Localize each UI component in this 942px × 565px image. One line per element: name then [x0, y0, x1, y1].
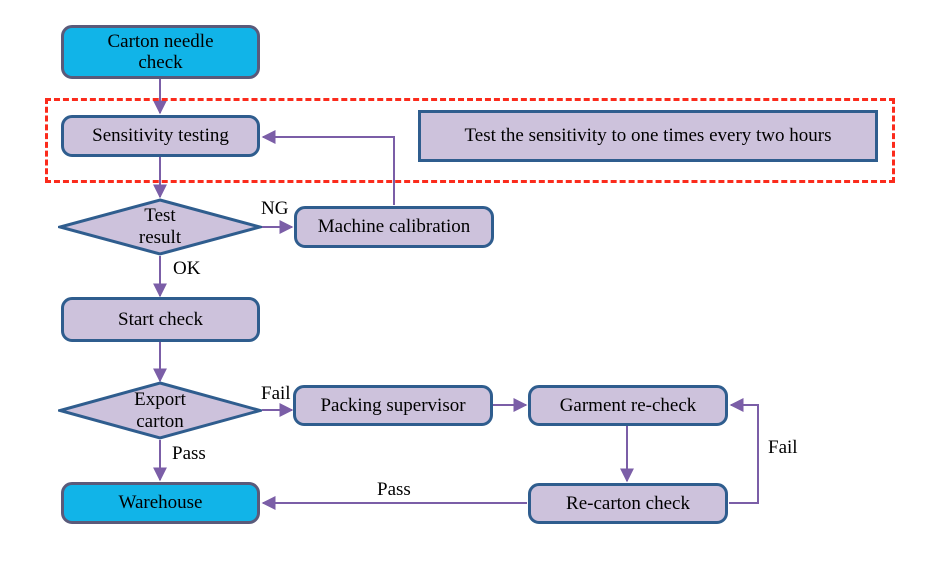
node-machine-calibration[interactable]: Machine calibration: [294, 206, 494, 248]
diamond-shape-test-result: [58, 198, 262, 256]
diamond-shape-export-carton: [58, 381, 262, 440]
edge-label-pass-export: Pass: [172, 443, 206, 464]
node-re-carton-check-label: Re-carton check: [566, 492, 690, 514]
node-packing-supervisor-label: Packing supervisor: [320, 394, 466, 416]
edge-label-fail-recarton: Fail: [768, 437, 798, 458]
node-packing-supervisor[interactable]: Packing supervisor: [293, 385, 493, 426]
node-start-check[interactable]: Start check: [61, 297, 260, 342]
node-export-carton[interactable]: Export carton: [58, 381, 262, 440]
node-note-sensitivity: Test the sensitivity to one times every …: [418, 110, 878, 162]
node-export-carton-label: Export carton: [134, 388, 186, 432]
node-sensitivity-testing[interactable]: Sensitivity testing: [61, 115, 260, 157]
node-test-result-label: Test result: [138, 205, 182, 248]
edge-label-ng: NG: [261, 198, 289, 219]
node-warehouse-label: Warehouse: [118, 492, 203, 514]
node-carton-needle-check-label: Carton needle check: [107, 30, 214, 73]
node-warehouse[interactable]: Warehouse: [61, 482, 260, 524]
node-re-carton-check[interactable]: Re-carton check: [528, 483, 728, 524]
node-sensitivity-testing-label: Sensitivity testing: [92, 125, 229, 147]
edge-label-fail-export: Fail: [261, 383, 291, 404]
node-note-sensitivity-label: Test the sensitivity to one times every …: [464, 125, 832, 147]
edge-label-pass-recarton: Pass: [377, 479, 411, 500]
node-machine-calibration-label: Machine calibration: [317, 216, 471, 238]
node-start-check-label: Start check: [118, 308, 203, 330]
node-carton-needle-check[interactable]: Carton needle check: [61, 25, 260, 79]
sensitivity-highlight-region: [45, 98, 895, 183]
edge-label-ok: OK: [173, 258, 201, 279]
node-test-result[interactable]: Test result: [58, 198, 262, 256]
node-garment-recheck[interactable]: Garment re-check: [528, 385, 728, 426]
edge-recarton-to-garment-fail: [729, 398, 759, 504]
node-garment-recheck-label: Garment re-check: [559, 394, 697, 416]
